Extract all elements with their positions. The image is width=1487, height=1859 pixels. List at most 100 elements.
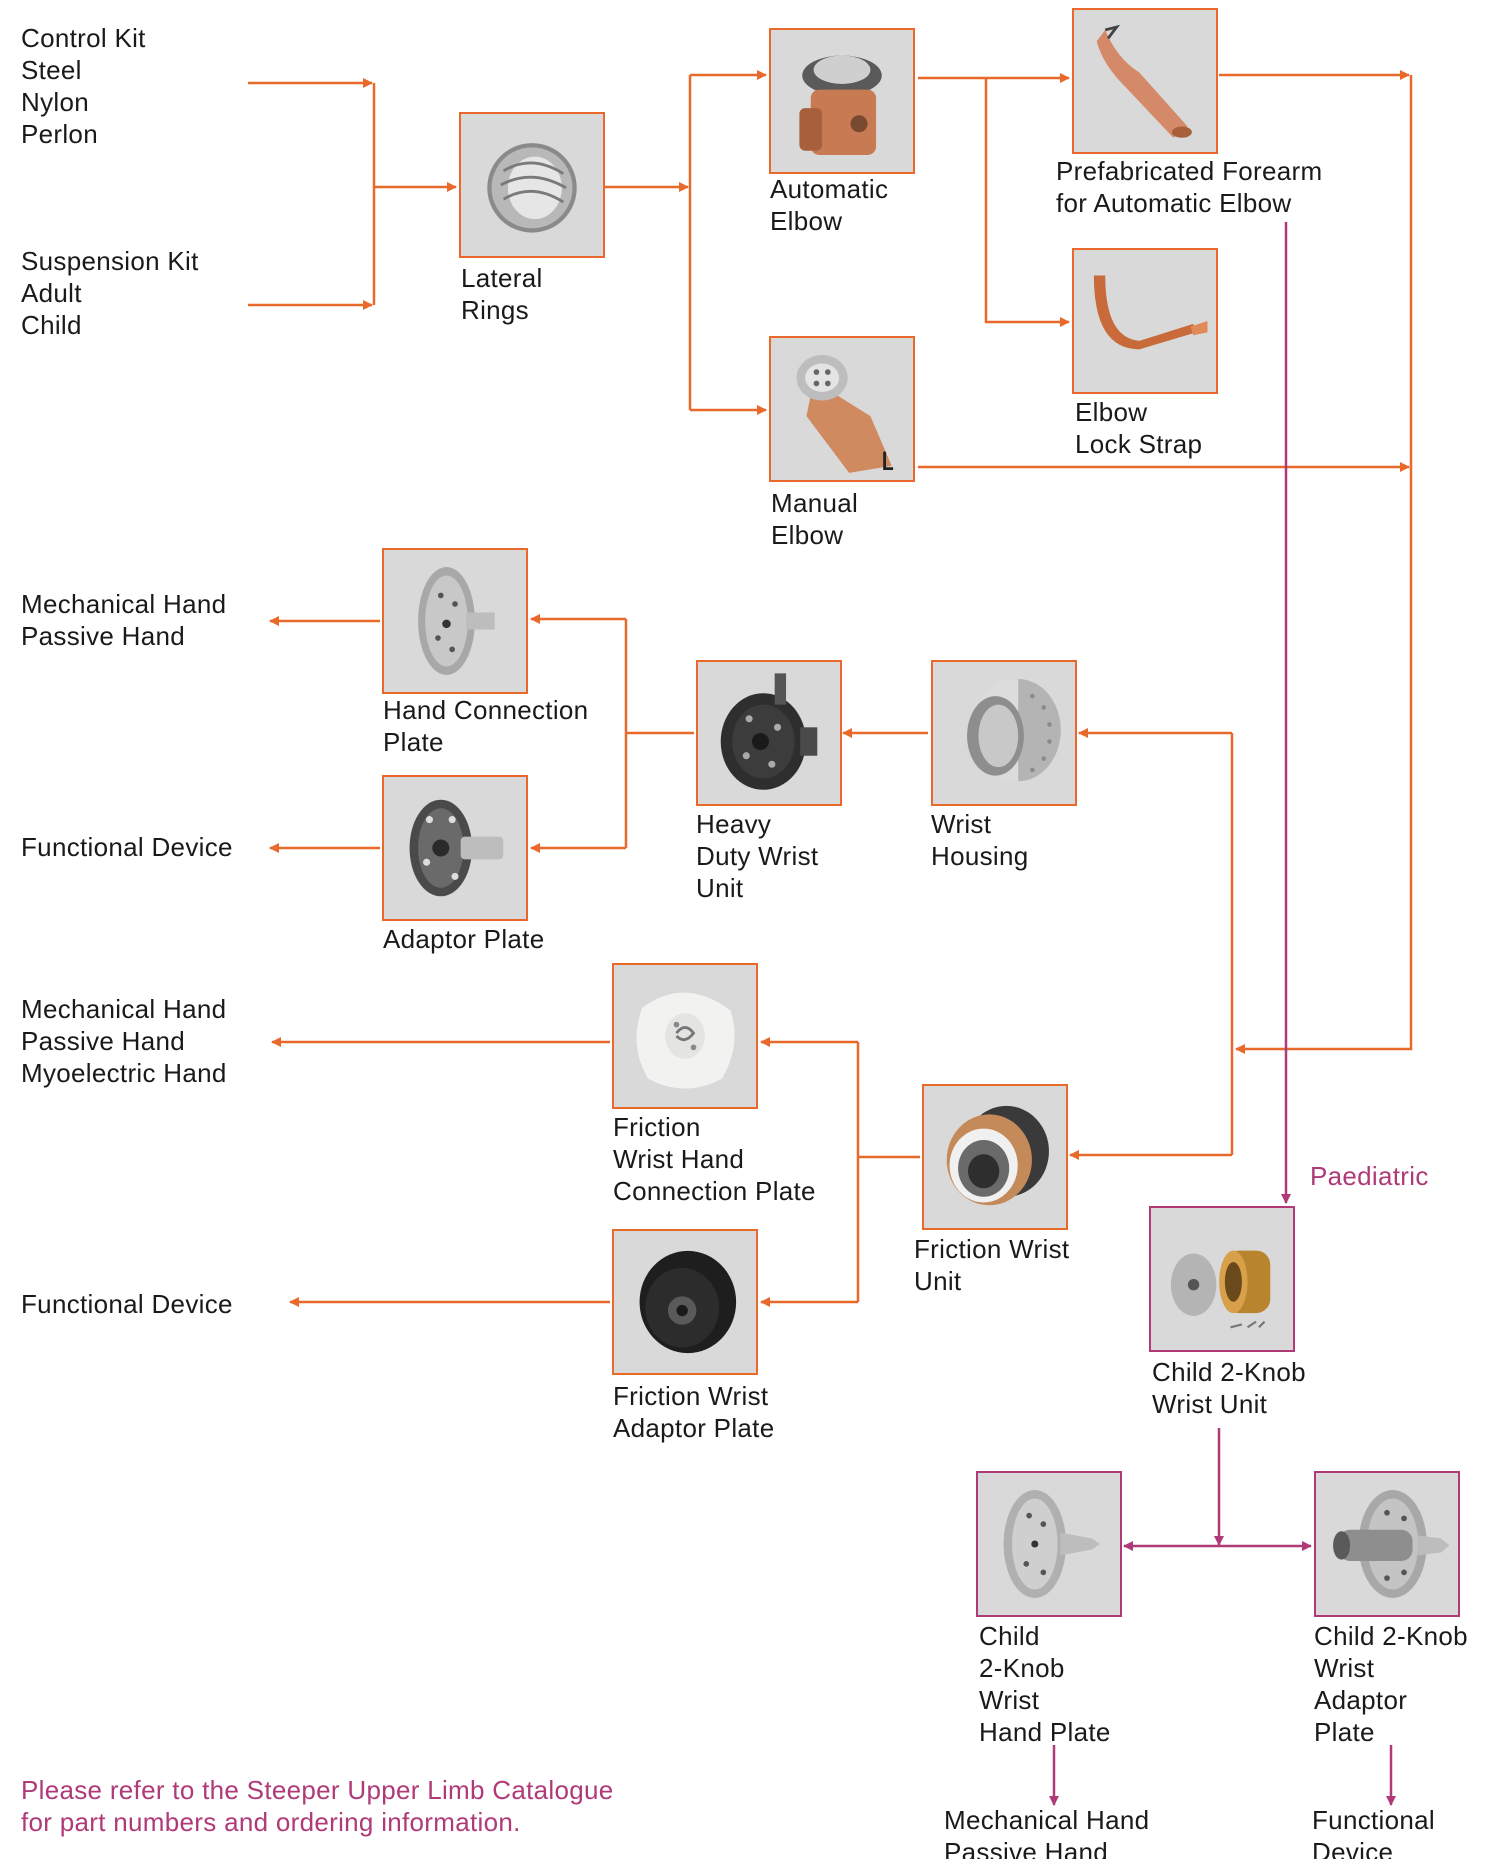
friction-plate-photo-icon: [636, 992, 735, 1089]
child-wrist-unit-label: Child 2-Knob Wrist Unit: [1152, 1356, 1306, 1420]
wrist-housing-line1: Wrist: [931, 809, 992, 839]
output-friction-hand-line1: Mechanical Hand: [21, 994, 227, 1024]
automatic-elbow-box: [769, 28, 915, 174]
lateral-rings-line1: Lateral: [461, 263, 543, 293]
output-child-hand-line2: Passive Hand: [944, 1837, 1109, 1859]
output-child-functional: Functional Device: [1312, 1804, 1435, 1859]
friction-wrist-adaptor-label: Friction Wrist Adaptor Plate: [613, 1380, 774, 1444]
manual-elbow-label: Manual Elbow: [771, 487, 858, 551]
prefab-forearm-line1: Prefabricated Forearm: [1056, 156, 1323, 186]
friction-wrist-adaptor-line1: Friction Wrist: [613, 1381, 769, 1411]
connector-right-rail: [1235, 75, 1413, 1054]
lateral-rings-label: Lateral Rings: [461, 262, 543, 326]
output-friction-functional: Functional Device: [21, 1288, 233, 1320]
wrist-housing-photo-icon: [967, 679, 1061, 782]
paediatric-text: Paediatric: [1310, 1161, 1429, 1191]
friction-wrist-hand-plate-line3: Connection Plate: [613, 1176, 816, 1206]
footer-note-line2: for part numbers and ordering informatio…: [21, 1807, 521, 1837]
friction-wrist-unit-line2: Unit: [914, 1266, 962, 1296]
output-friction-functional-line1: Functional Device: [21, 1289, 233, 1319]
child-hand-plate-line3: Wrist: [979, 1685, 1040, 1715]
child-hand-plate-box: [976, 1471, 1122, 1617]
friction-wrist-hand-plate-line2: Wrist Hand: [613, 1144, 745, 1174]
footer-note-line1: Please refer to the Steeper Upper Limb C…: [21, 1775, 614, 1805]
heavy-duty-wrist-line1: Heavy: [696, 809, 772, 839]
manual-elbow-box: [769, 336, 915, 482]
child-adaptor-plate-box: [1314, 1471, 1460, 1617]
child-hand-plate-line4: Hand Plate: [979, 1717, 1111, 1747]
suspension-kit-list: Suspension Kit Adult Child: [21, 245, 199, 341]
output-friction-hand-line2: Passive Hand: [21, 1026, 186, 1056]
elbow-lock-strap-line1: Elbow: [1075, 397, 1148, 427]
friction-wrist-hand-plate-label: Friction Wrist Hand Connection Plate: [613, 1111, 816, 1207]
control-kit-steel: Steel: [21, 55, 82, 85]
friction-adaptor-photo-icon: [639, 1250, 737, 1354]
suspension-kit-title: Suspension Kit: [21, 246, 199, 276]
prefab-forearm-box: [1072, 8, 1218, 154]
adaptor-plate-box: [382, 775, 528, 921]
child-adaptor-plate-line2: Wrist: [1314, 1653, 1375, 1683]
hand-connection-plate-label: Hand Connection Plate: [383, 694, 588, 758]
adaptor-plate-label: Adaptor Plate: [383, 923, 544, 955]
automatic-elbow-line1: Automatic: [770, 174, 889, 204]
output-child-hand-line1: Mechanical Hand: [944, 1805, 1150, 1835]
output-friction-hand: Mechanical Hand Passive Hand Myoelectric…: [21, 993, 227, 1089]
friction-wrist-hand-plate-box: [612, 963, 758, 1109]
adaptor-plate-line1: Adaptor Plate: [383, 924, 545, 954]
friction-wrist-unit-label: Friction Wrist Unit: [914, 1233, 1069, 1297]
output-hdw-hand-line1: Mechanical Hand: [21, 589, 227, 619]
elbow-lock-strap-label: Elbow Lock Strap: [1075, 396, 1202, 460]
manual-elbow-line1: Manual: [771, 488, 859, 518]
prefab-forearm-line2: for Automatic Elbow: [1056, 188, 1292, 218]
friction-wrist-adaptor-box: [612, 1229, 758, 1375]
child-hand-plate-photo-icon: [1003, 1490, 1101, 1598]
control-kit-nylon: Nylon: [21, 87, 89, 117]
output-child-functional-line1: Functional: [1312, 1805, 1435, 1835]
automatic-elbow-photo-icon: [799, 55, 882, 155]
output-hdw-functional-line1: Functional Device: [21, 832, 233, 862]
elbow-lock-strap-box: [1072, 248, 1218, 394]
manual-elbow-line2: Elbow: [771, 520, 844, 550]
child-hand-plate-line1: Child: [979, 1621, 1040, 1651]
hand-connection-plate-line2: Plate: [383, 727, 444, 757]
output-child-hand: Mechanical Hand Passive Hand: [944, 1804, 1149, 1859]
lateral-rings-box: [459, 112, 605, 258]
output-hdw-hand: Mechanical Hand Passive Hand: [21, 588, 226, 652]
lateral-rings-photo-icon: [487, 143, 577, 233]
paediatric-label: Paediatric: [1310, 1160, 1429, 1192]
friction-wrist-unit-box: [922, 1084, 1068, 1230]
output-hdw-hand-line2: Passive Hand: [21, 621, 186, 651]
control-kit-title: Control Kit: [21, 23, 146, 53]
heavy-duty-wrist-label: Heavy Duty Wrist Unit: [696, 808, 818, 904]
elbow-lock-strap-line2: Lock Strap: [1075, 429, 1203, 459]
child-hand-plate-line2: 2-Knob: [979, 1653, 1065, 1683]
prefab-forearm-label: Prefabricated Forearm for Automatic Elbo…: [1056, 155, 1322, 219]
output-hdw-functional: Functional Device: [21, 831, 233, 863]
friction-wrist-adaptor-line2: Adaptor Plate: [613, 1413, 775, 1443]
lateral-rings-line2: Rings: [461, 295, 529, 325]
suspension-kit-adult: Adult: [21, 278, 82, 308]
forearm-photo-icon: [1096, 24, 1192, 138]
friction-wrist-unit-line1: Friction Wrist: [914, 1234, 1070, 1264]
child-wrist-unit-line1: Child 2-Knob: [1152, 1357, 1306, 1387]
connector-auto-to-strap: [984, 78, 1070, 327]
heavy-duty-wrist-photo-icon: [720, 673, 818, 790]
heavy-duty-wrist-line2: Duty Wrist: [696, 841, 819, 871]
child-adaptor-plate-label: Child 2-Knob Wrist Adaptor Plate: [1314, 1620, 1468, 1748]
child-wrist-unit-box: [1149, 1206, 1295, 1352]
wrist-housing-label: Wrist Housing: [931, 808, 1029, 872]
footer-note: Please refer to the Steeper Upper Limb C…: [21, 1774, 614, 1838]
adaptor-plate-photo-icon: [409, 799, 504, 897]
manual-elbow-photo-icon: [796, 355, 894, 473]
wrist-housing-line2: Housing: [931, 841, 1029, 871]
hand-connection-plate-box: [382, 548, 528, 694]
control-kit-list: Control Kit Steel Nylon Perlon: [21, 22, 146, 150]
friction-wrist-photo-icon: [946, 1105, 1049, 1206]
automatic-elbow-line2: Elbow: [770, 206, 843, 236]
child-adaptor-photo-icon: [1333, 1490, 1450, 1598]
output-friction-hand-line3: Myoelectric Hand: [21, 1058, 227, 1088]
connector-kits-join: [372, 83, 456, 305]
child-wrist-unit-line2: Wrist Unit: [1152, 1389, 1268, 1419]
